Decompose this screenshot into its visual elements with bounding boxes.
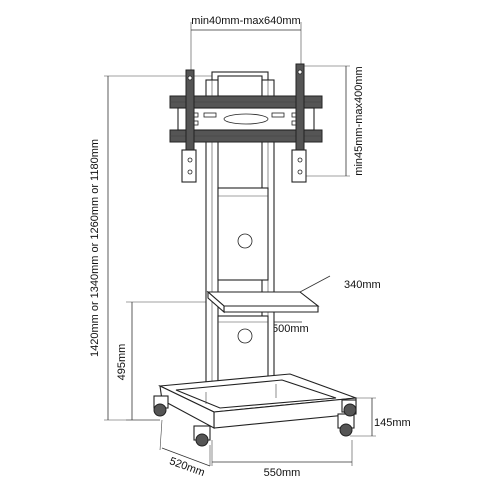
base-width-label: 550mm (264, 467, 301, 479)
cable-hole-upper (237, 233, 253, 249)
shelf-depth-label: 340mm (344, 279, 381, 291)
total-height-label: 1420mm or 1340mm or 1260mm or 1180mm (89, 139, 101, 357)
shelf-depth-dimension: 340mm (299, 275, 381, 300)
base-height-label: 145mm (374, 417, 411, 429)
caster-front-right (337, 413, 355, 437)
vesa-height-label: min45mm-max400mm (353, 66, 365, 175)
shelf-width-label: 500mm (272, 323, 309, 335)
vesa-width-dimension: min40mm-max640mm (190, 15, 302, 72)
top-frame (211, 71, 269, 97)
caster-wheels (153, 395, 357, 447)
caster-front-left (193, 425, 211, 447)
lower-cable-cover (217, 315, 269, 387)
stand-structure (153, 63, 357, 447)
upper-cable-cover (217, 187, 269, 281)
cable-hole-lower (237, 328, 253, 344)
rolling-base (157, 373, 357, 429)
glass-shelf (206, 290, 320, 314)
base-depth-label: 520mm (168, 455, 207, 479)
shelf-height-dimension: 495mm (116, 301, 210, 421)
vesa-arm-left (181, 69, 197, 183)
base-height-dimension: 145mm (338, 397, 411, 437)
base-width-dimension: 550mm (211, 440, 353, 479)
vesa-arm-right (291, 63, 307, 183)
caster-rear-left (153, 395, 169, 417)
shelf-height-label: 495mm (116, 344, 128, 381)
vesa-width-label: min40mm-max640mm (191, 15, 300, 27)
vesa-height-dimension: min45mm-max400mm (300, 65, 365, 177)
caster-rear-right (341, 399, 357, 417)
